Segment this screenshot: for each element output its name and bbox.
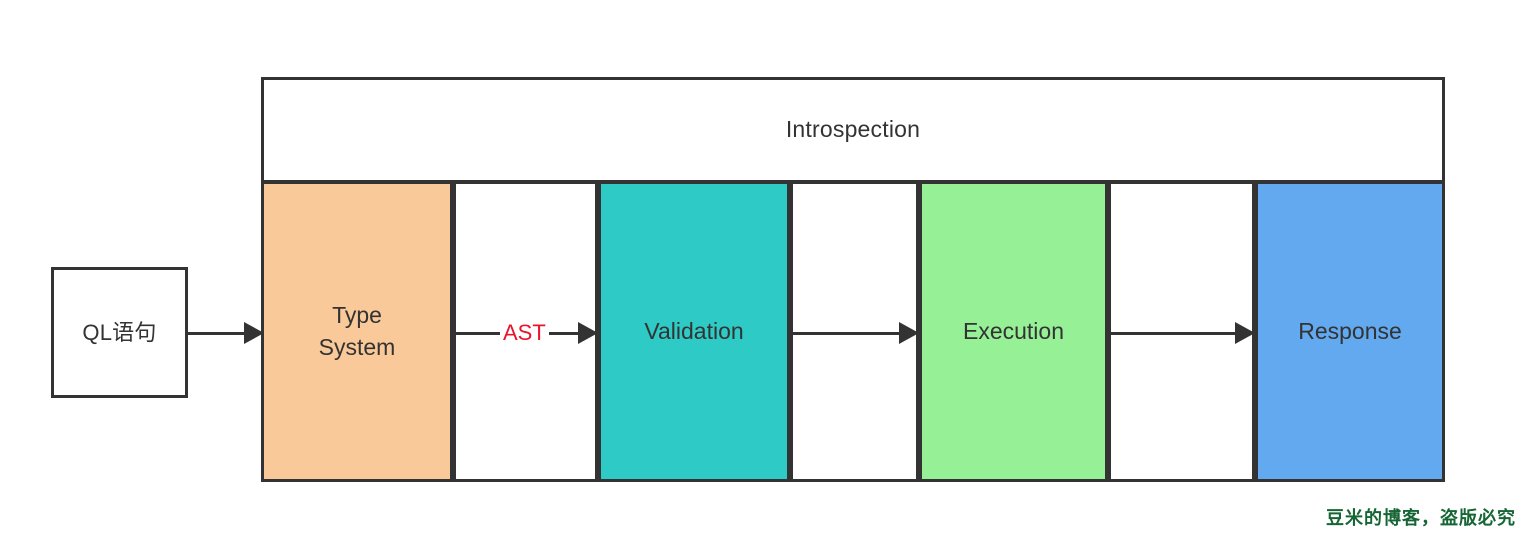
stage-validation-label: Validation [644,317,744,344]
arrow-label-ast: AST [500,322,549,344]
stage-response: Response [1255,181,1445,482]
stage-execution-label: Execution [962,317,1064,344]
arrow-head-icon [1235,322,1255,344]
node-ql-statement-label: QL语句 [82,319,157,345]
stage-type-system: Type System [261,181,453,482]
arrow-validation-to-execution [793,322,919,344]
stage-execution: Execution [919,181,1108,482]
node-ql-statement: QL语句 [51,267,188,398]
arrow-shaft [1111,331,1236,335]
watermark: 豆米的博客，盗版必究 [1326,508,1516,528]
band-introspection: Introspection [261,77,1445,183]
arrow-execution-to-response [1111,322,1255,344]
arrow-shaft [793,331,900,335]
arrow-head-icon [578,322,598,344]
stage-type-system-label: Type System [318,302,396,360]
band-introspection-label: Introspection [785,116,921,143]
arrow-shaft [188,331,245,335]
stage-response-label: Response [1298,317,1402,344]
arrow-head-icon [899,322,919,344]
arrow-source-to-type-system [188,322,264,344]
stage-validation: Validation [598,181,790,482]
arrow-head-icon [244,322,264,344]
